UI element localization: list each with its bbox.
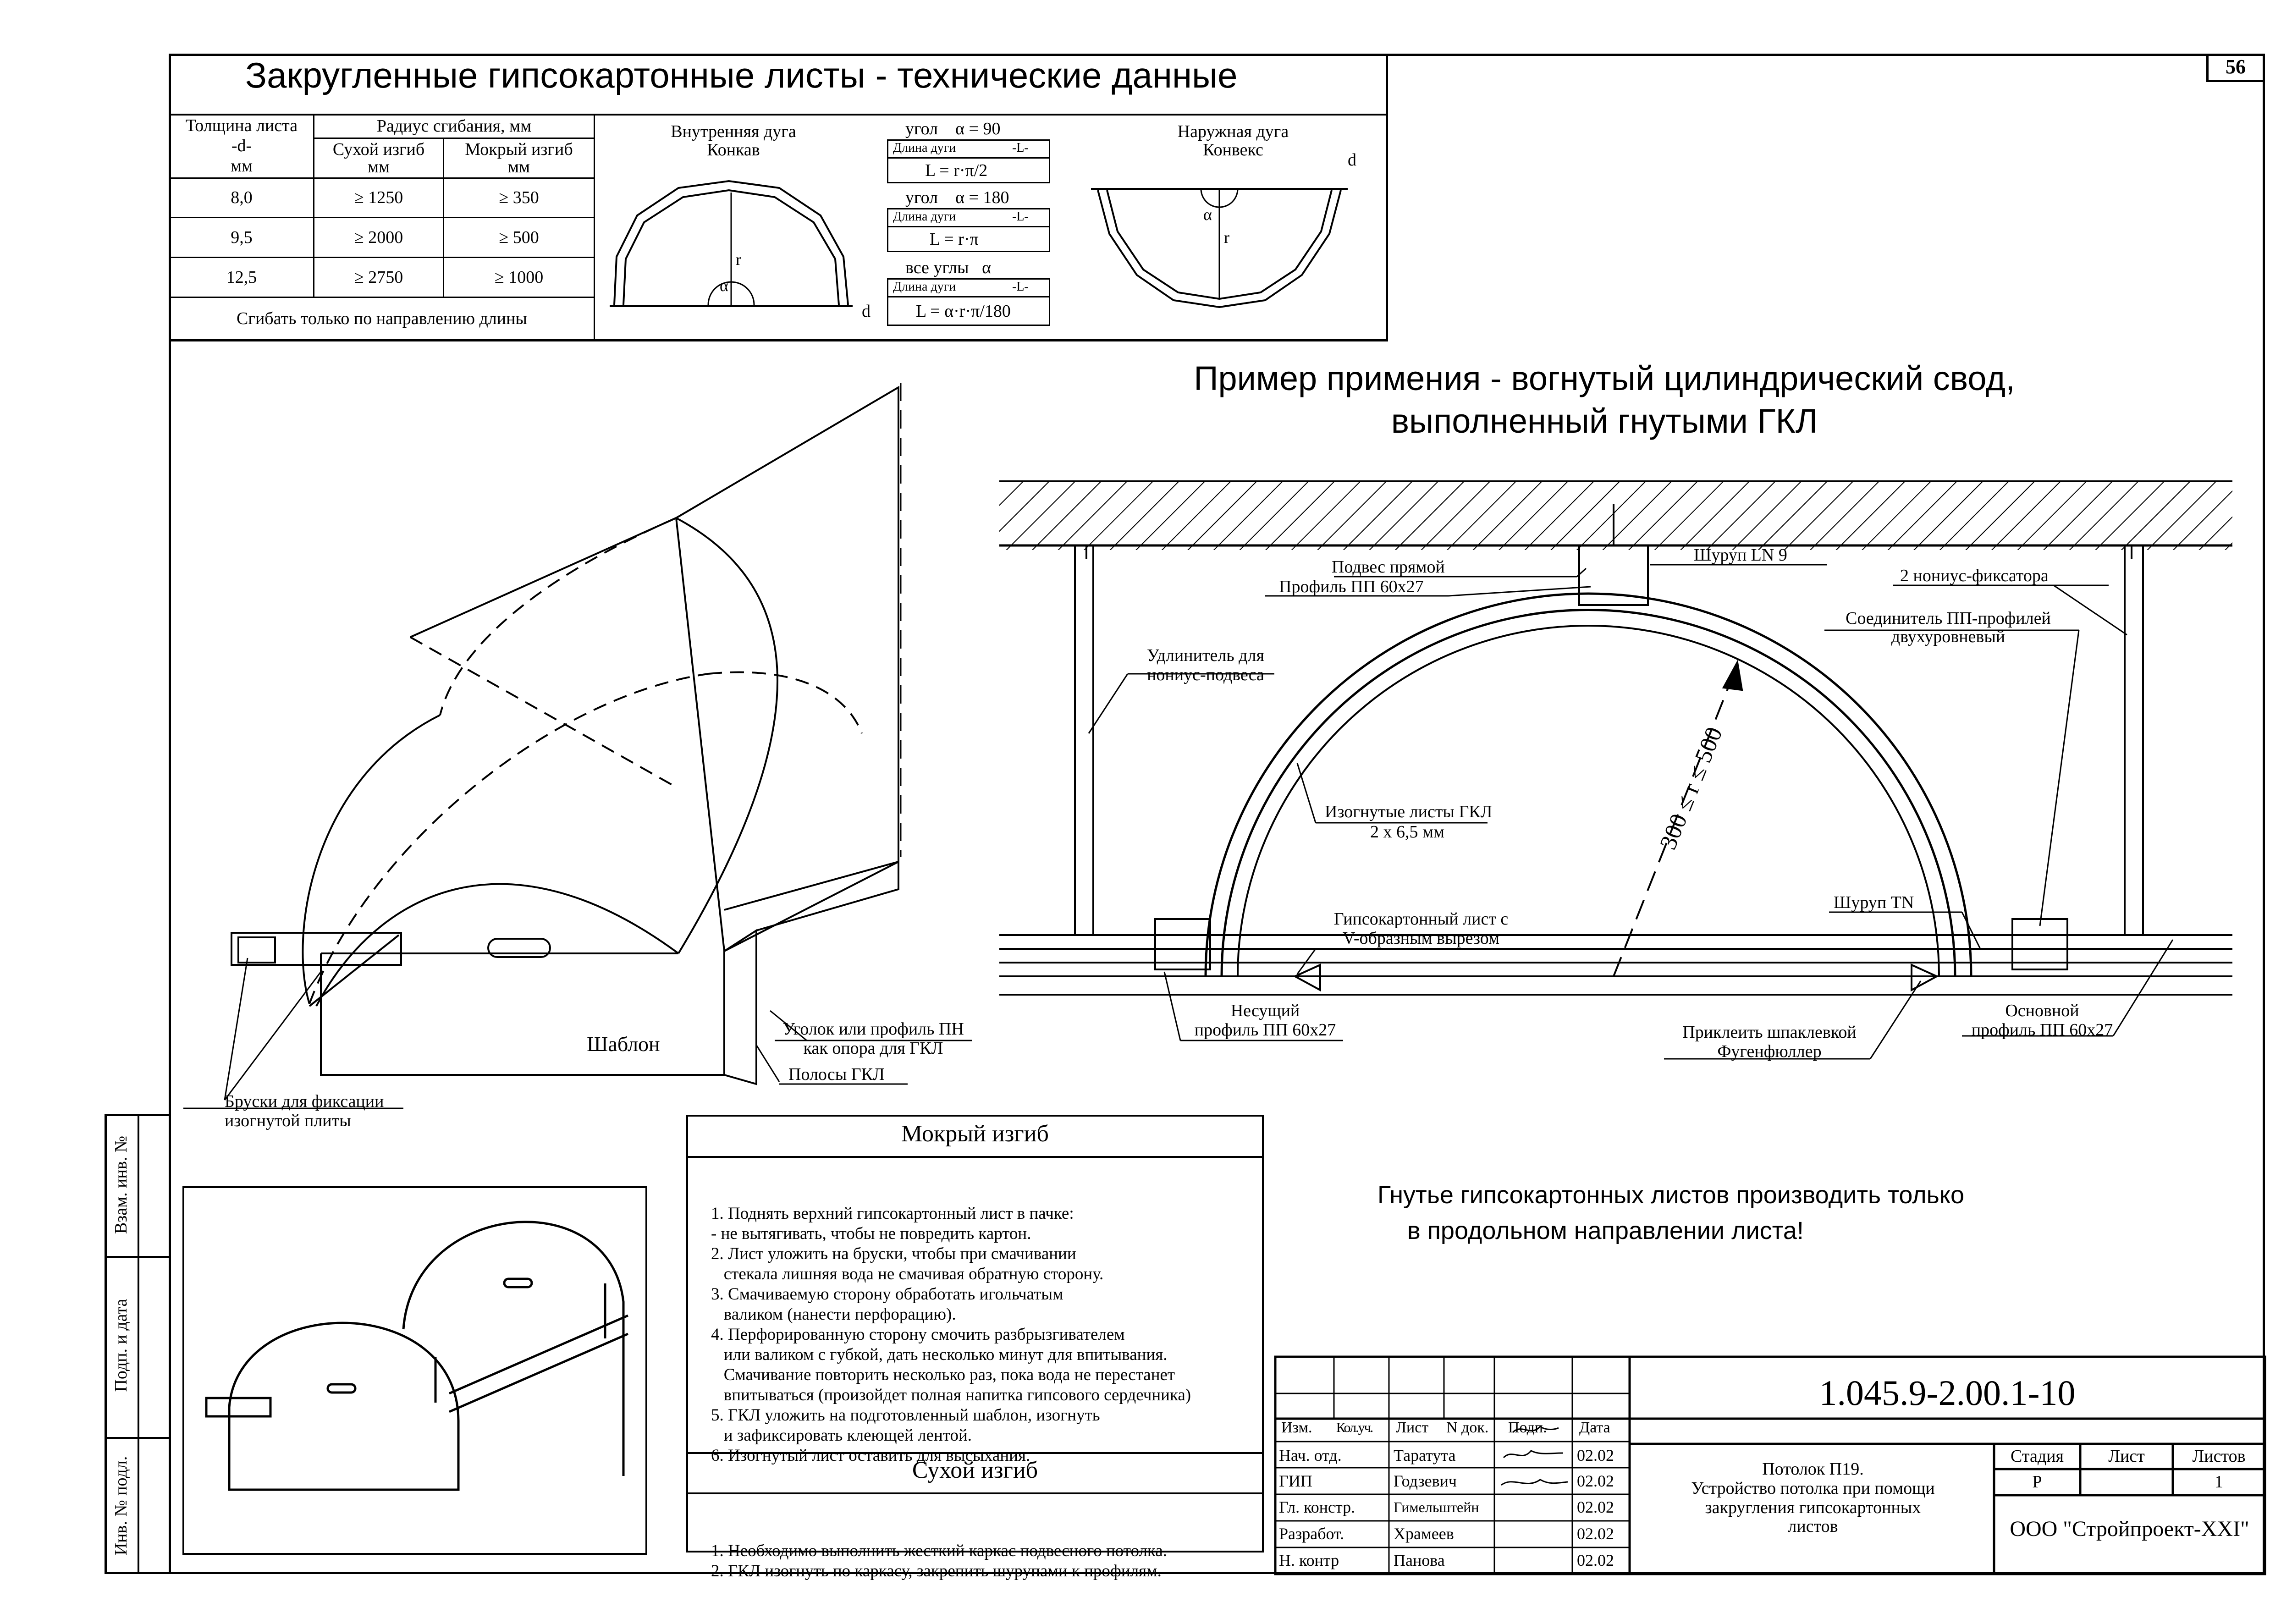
name-2: Годзевич bbox=[1394, 1472, 1457, 1490]
label-template: Шаблон bbox=[587, 1032, 660, 1056]
sheet-header: Лист bbox=[2108, 1447, 2145, 1466]
convex-arc-outer bbox=[1097, 190, 1342, 308]
name-3: Гимельштейн bbox=[1394, 1499, 1479, 1515]
wet-list: 1. Поднять верхний гипсокартонный лист в… bbox=[711, 1204, 1191, 1465]
thickness-header: Толщина листа-d-мм bbox=[169, 114, 314, 179]
sheets-value: 1 bbox=[2215, 1472, 2223, 1492]
sym-alpha-inner: α bbox=[720, 276, 728, 295]
label-screw-ln: Шуруп LN 9 bbox=[1694, 545, 1787, 565]
sym-d-outer: d bbox=[1348, 150, 1356, 170]
date-4: 02.02 bbox=[1577, 1525, 1614, 1543]
stamp-h-izm: Изм. bbox=[1281, 1419, 1312, 1436]
label-nonius: 2 нониус-фиксатора bbox=[1900, 566, 2049, 585]
date-3: 02.02 bbox=[1577, 1498, 1614, 1516]
convex-arc-inner bbox=[1106, 190, 1333, 300]
side-strip-col bbox=[138, 1114, 139, 1574]
role-1: Нач. отд. bbox=[1279, 1446, 1342, 1464]
sheet-frame bbox=[169, 54, 2265, 1574]
sheet-number-box bbox=[2206, 54, 2265, 82]
tech-title-rule bbox=[169, 114, 1388, 116]
stage-value: Р bbox=[2032, 1472, 2042, 1492]
stage-header: Стадия bbox=[2011, 1447, 2064, 1466]
note-line-1: Гнутье гипсокартонных листов производить… bbox=[1377, 1181, 1965, 1209]
tech-title: Закругленные гипсокартонные листы - техн… bbox=[245, 55, 1238, 95]
example-title: Пример примения - вогнутый цилиндрически… bbox=[1194, 359, 2015, 440]
angle-block-3: все углы α Длина дуги -L- L = α·r·π/180 bbox=[887, 259, 1052, 328]
label-screw-tn: Шуруп TN bbox=[1834, 893, 1914, 912]
role-3: Гл. констр. bbox=[1279, 1498, 1355, 1516]
label-strips: Полосы ГКЛ bbox=[788, 1065, 885, 1084]
sheets-header: Листов bbox=[2192, 1447, 2246, 1466]
org-name: ООО "Стройпроект-XXI" bbox=[2010, 1517, 2249, 1541]
photo-frame bbox=[182, 1186, 647, 1555]
stamp-code: 1.045.9-2.00.1-10 bbox=[1819, 1373, 2076, 1413]
name-5: Панова bbox=[1394, 1551, 1445, 1569]
label-profile-pp: Профиль ПП 60х27 bbox=[1279, 577, 1424, 596]
stamp-h-kol: Кол.уч. bbox=[1336, 1420, 1373, 1435]
role-2: ГИП bbox=[1279, 1472, 1312, 1490]
name-4: Храмеев bbox=[1394, 1525, 1454, 1543]
instructions-box: Мокрый изгиб 1. Поднять верхний гипсокар… bbox=[686, 1115, 1264, 1580]
side-div-2 bbox=[105, 1437, 171, 1439]
name-1: Таратута bbox=[1394, 1446, 1456, 1464]
wet-title: Мокрый изгиб bbox=[901, 1121, 1049, 1147]
sym-alpha-outer: α bbox=[1203, 205, 1212, 224]
note-line-2: в продольном направлении листа! bbox=[1407, 1217, 1804, 1244]
stamp-title: Потолок П19.Устройство потолка при помощ… bbox=[1691, 1459, 1935, 1536]
radius-header: Радиус сгибания, мм bbox=[313, 114, 595, 139]
sym-r-inner: r bbox=[736, 250, 741, 269]
iso-drawing bbox=[224, 383, 902, 1101]
stamp-h-ndoc: N док. bbox=[1446, 1419, 1489, 1436]
sym-d-inner: d bbox=[862, 302, 871, 321]
vault-section bbox=[999, 480, 2232, 996]
side-div-1 bbox=[105, 1256, 171, 1258]
sheet-number: 56 bbox=[2226, 55, 2246, 78]
dry-list: 1. Необходимо выполнить жесткий каркас п… bbox=[711, 1541, 1168, 1580]
angle-block-1: угол α = 90 Длина дуги -L- L = r·π/2 bbox=[887, 120, 1052, 184]
leaders bbox=[183, 564, 2174, 1109]
date-1: 02.02 bbox=[1577, 1446, 1614, 1464]
role-5: Н. контр bbox=[1279, 1551, 1339, 1569]
photo-template-sketch bbox=[205, 1221, 628, 1491]
concave-arc-outer bbox=[613, 180, 849, 305]
role-4: Разработ. bbox=[1279, 1525, 1344, 1543]
stamp-lines bbox=[1274, 1355, 2266, 1575]
date-2: 02.02 bbox=[1577, 1472, 1614, 1490]
tech-block bbox=[169, 54, 1388, 341]
label-hanger: Подвес прямой bbox=[1332, 557, 1445, 577]
stamp-h-list: Лист bbox=[1396, 1419, 1429, 1436]
sym-r-outer: r bbox=[1224, 228, 1229, 247]
stamp-grid bbox=[1275, 1357, 1630, 1574]
date-5: 02.02 bbox=[1577, 1551, 1614, 1569]
signatures bbox=[1501, 1425, 1568, 1486]
angle-block-2: угол α = 180 Длина дуги -L- L = r·π bbox=[887, 189, 1052, 253]
stamp-h-podp: Подп. bbox=[1508, 1419, 1547, 1436]
bend-note: Сгибать только по направлению длины bbox=[169, 296, 595, 341]
dry-title: Сухой изгиб bbox=[912, 1457, 1038, 1483]
stamp-h-data: Дата bbox=[1579, 1419, 1610, 1436]
concave-arc-inner bbox=[623, 189, 840, 305]
